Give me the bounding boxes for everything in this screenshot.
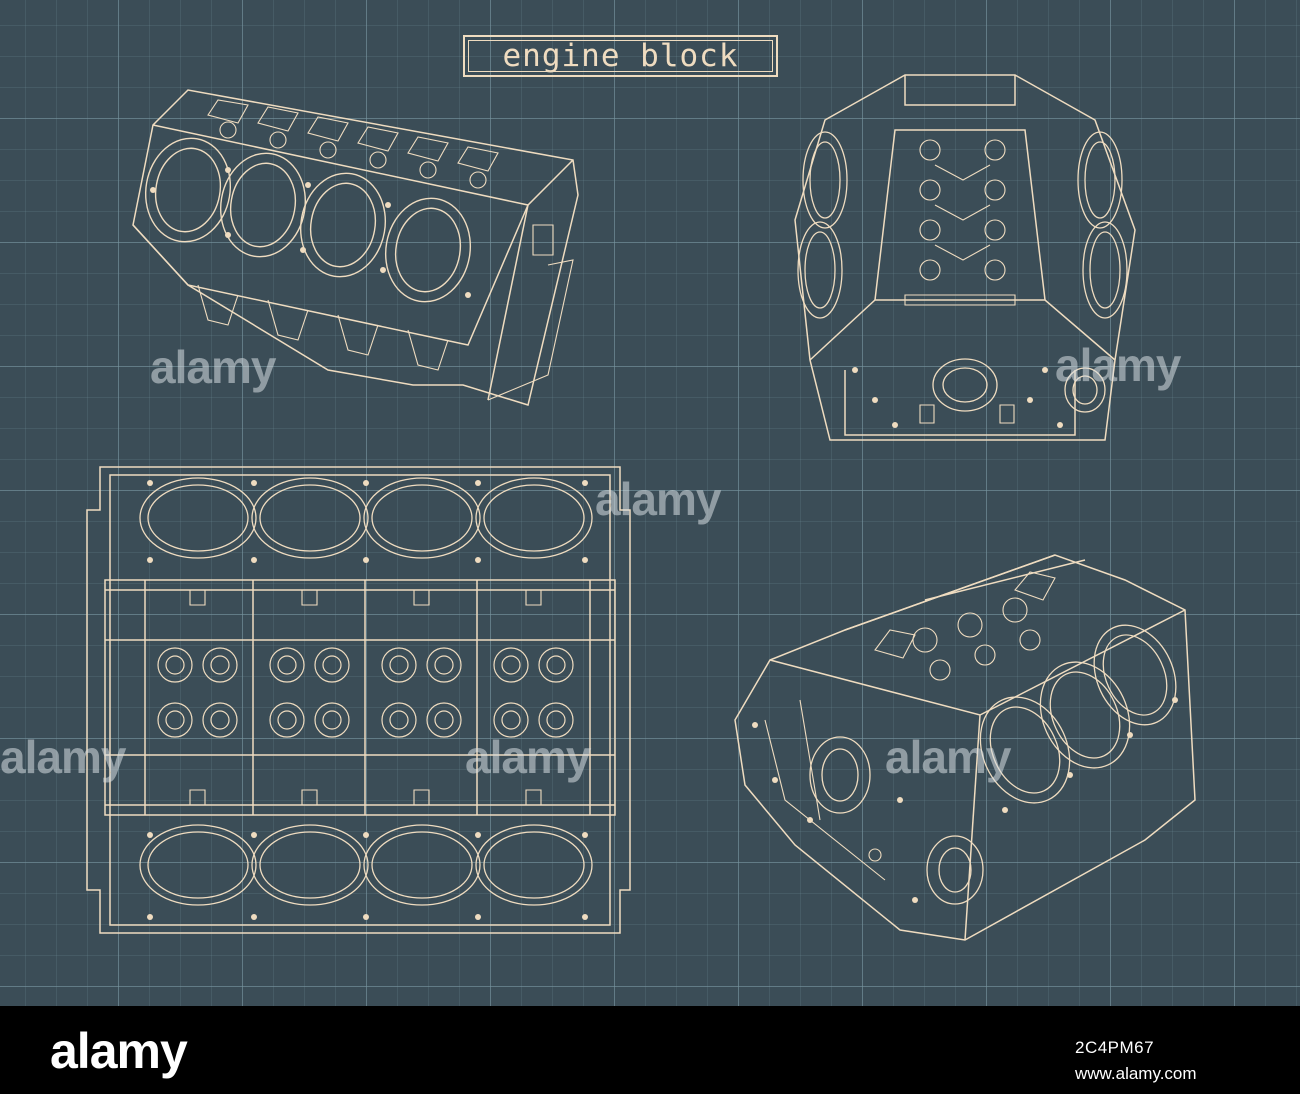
engine-block-top-view	[75, 455, 650, 945]
watermark-text: alamy	[885, 731, 1011, 783]
watermark-text: alamy	[465, 731, 591, 783]
watermark-text: alamy	[0, 731, 126, 783]
watermark-text: alamy	[595, 473, 721, 525]
drawing-title: engine block	[502, 38, 739, 74]
image-id: 2C4PM67	[1075, 1038, 1155, 1057]
engine-block-front-view	[785, 70, 1145, 445]
footer-url: www.alamy.com	[1075, 1064, 1197, 1083]
watermark-text: alamy	[150, 341, 276, 393]
footer-logo: alamy	[50, 1023, 188, 1079]
watermark-text: alamy	[1055, 339, 1181, 391]
engine-block-isometric-view-2	[725, 550, 1205, 945]
engine-block-isometric-view-1	[128, 85, 588, 415]
footer-bar: alamy 2C4PM67 www.alamy.com	[0, 1006, 1300, 1094]
title-box: engine block	[463, 35, 778, 77]
blueprint-sheet: engine block	[0, 0, 1300, 1006]
